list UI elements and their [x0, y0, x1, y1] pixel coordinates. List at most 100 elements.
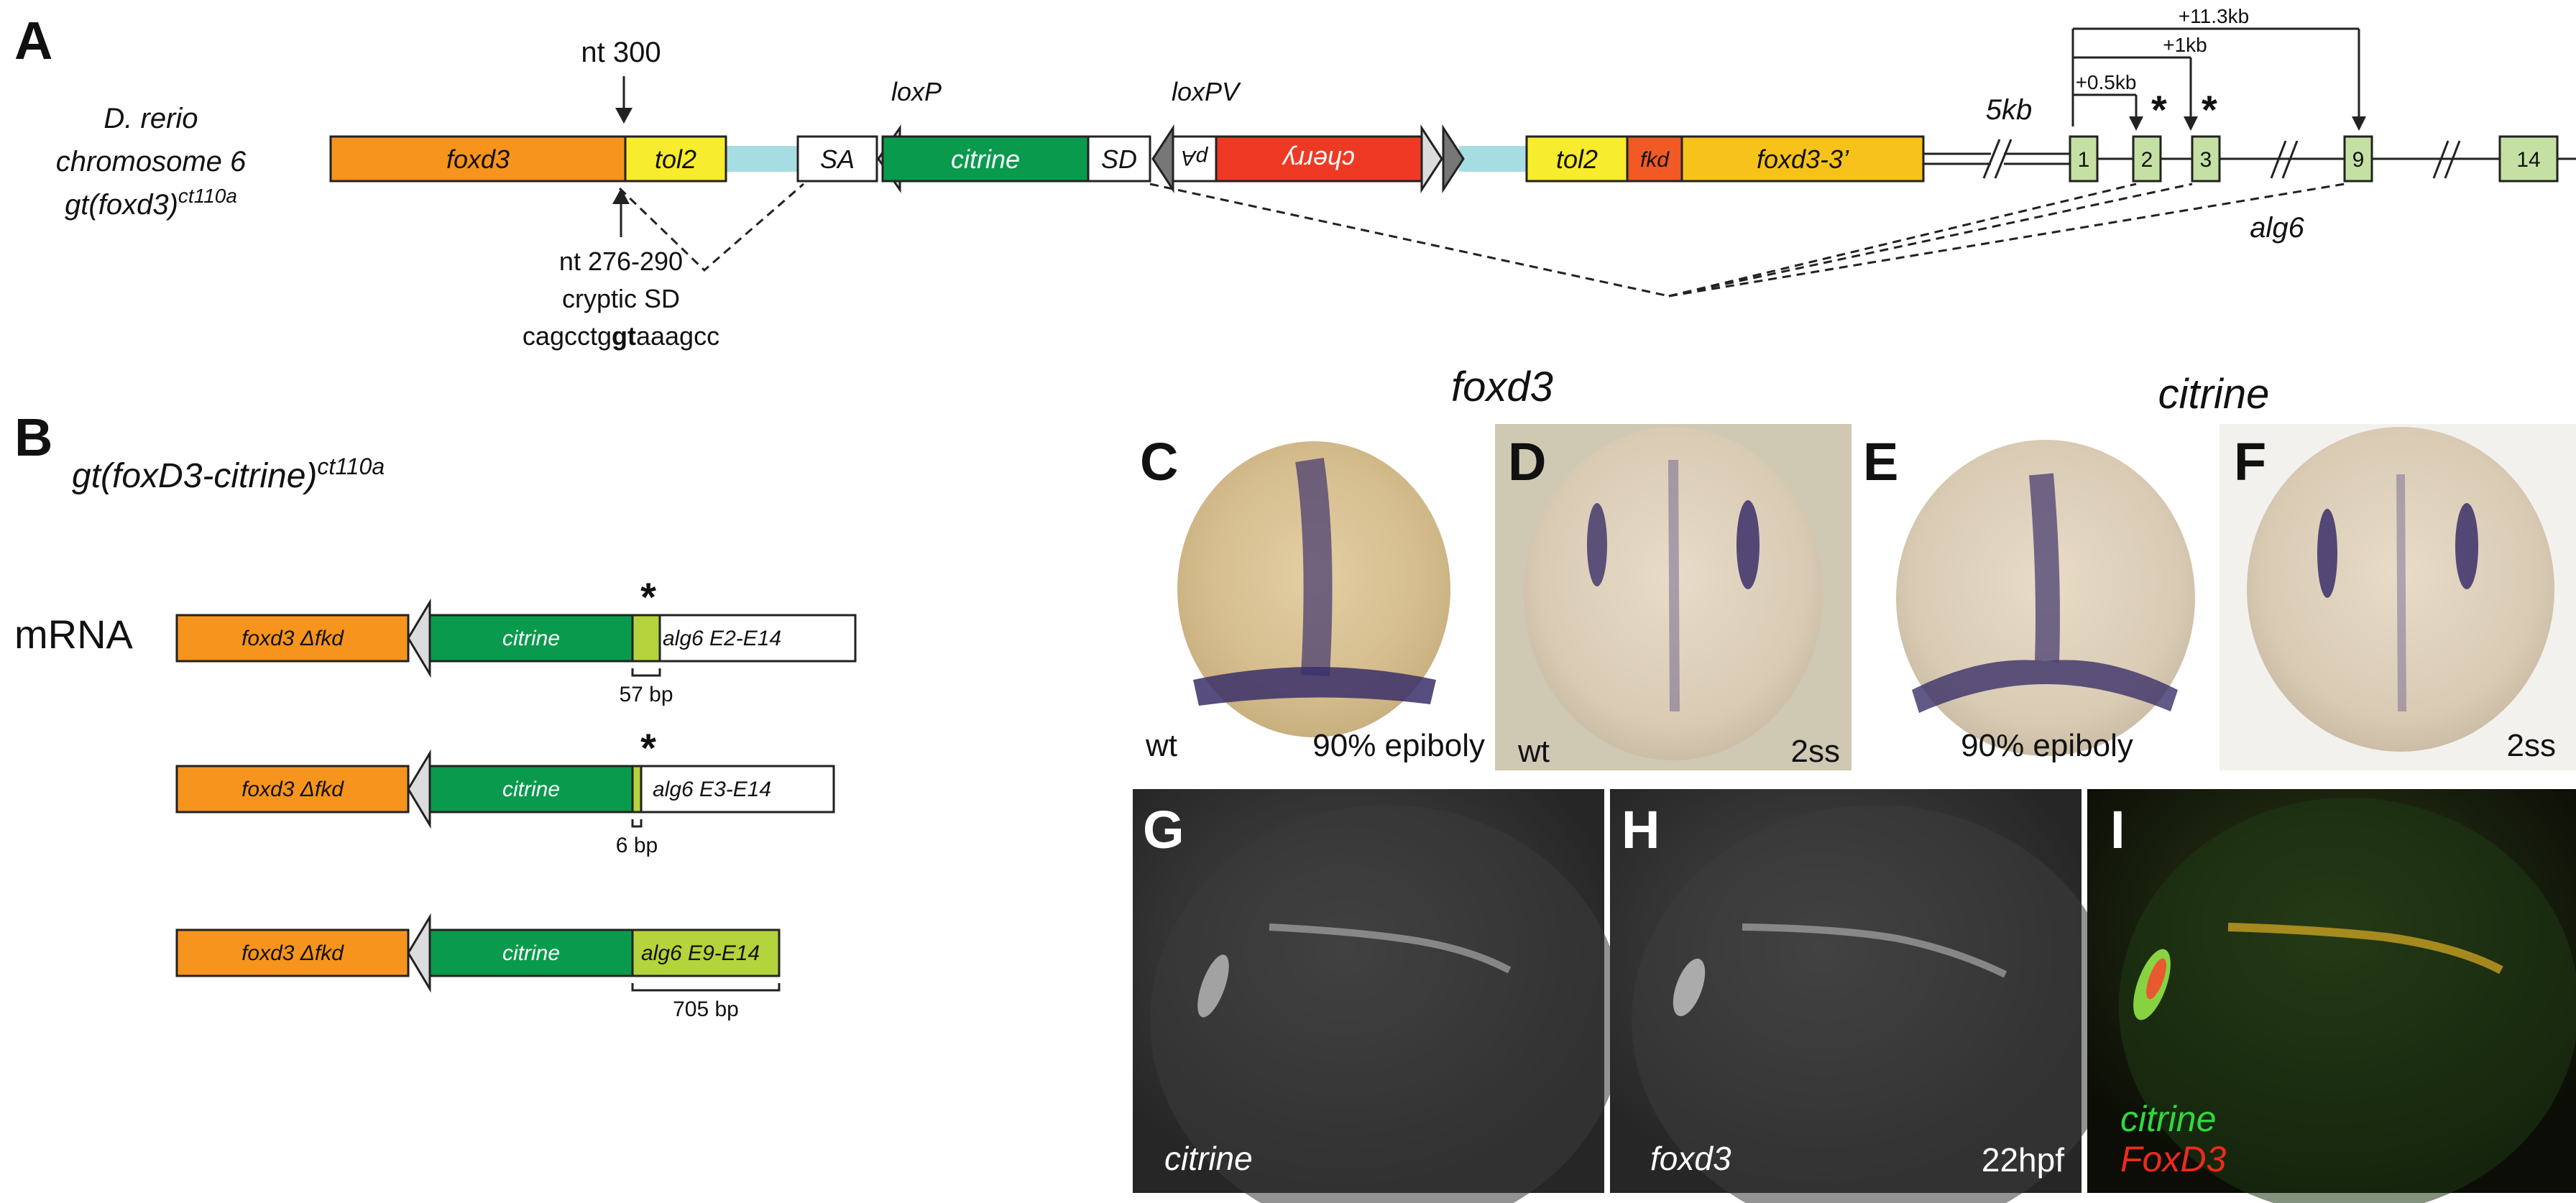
svg-text:1: 1: [2078, 148, 2090, 172]
panel-d: D wt 2ss: [1495, 424, 1852, 770]
panel-letter-c: C: [1140, 432, 1178, 492]
svg-text:alg6 E3-E14: alg6 E3-E14: [653, 778, 771, 801]
cryptic-sequence: cagcctggtaaagcc: [523, 321, 719, 351]
loxpv-triangle-right-icon: [1442, 124, 1465, 194]
bracket-05kb: +0.5kb: [2071, 71, 2143, 131]
panel-b: B gt(foxD3-citrine)ct110a mRNA foxd3 Δfk…: [14, 407, 857, 1021]
exon-14: 14: [2498, 135, 2559, 183]
svg-text:foxd3 Δfkd: foxd3 Δfkd: [242, 941, 344, 965]
svg-text:705 bp: 705 bp: [673, 997, 739, 1021]
svg-text:foxd3 Δfkd: foxd3 Δfkd: [242, 778, 344, 801]
loxp-triangle-right-icon: [1420, 124, 1443, 194]
bracket-113kb: +11.3kb: [2071, 5, 2366, 131]
svg-text:alg6 E9-E14: alg6 E9-E14: [641, 941, 760, 965]
panel-e: E 90% epiboly: [1857, 424, 2214, 770]
svg-text:foxd3 Δfkd: foxd3 Δfkd: [242, 627, 344, 650]
arrow-up-icon: [612, 188, 630, 237]
exon-3: 3: [2191, 135, 2221, 183]
svg-text:9: 9: [2352, 148, 2365, 172]
tol2-right-label: tol2: [1556, 144, 1598, 174]
exon-2: 2: [2132, 135, 2162, 183]
panel-letter-a: A: [14, 11, 52, 70]
panel-c-stage: 90% epiboly: [1312, 728, 1485, 763]
loxpv-label: loxPV: [1172, 77, 1241, 106]
exon-9: 9: [2343, 135, 2373, 183]
panel-f-stage: 2ss: [2507, 728, 2556, 763]
panel-b-line-name: gt(foxD3-citrine)ct110a: [72, 453, 385, 495]
loxpv-triangle-icon: [1151, 124, 1174, 194]
svg-text:+11.3kb: +11.3kb: [2179, 5, 2249, 27]
svg-text:citrine: citrine: [502, 778, 560, 801]
header-foxd3: foxd3: [1451, 364, 1553, 410]
line-name-label: gt(foxd3)ct110a: [65, 185, 237, 221]
sd-label: SD: [1101, 144, 1137, 174]
transcript-2: foxd3 Δfkd citrine alg6 E3-E14 * 6 bp: [175, 725, 835, 857]
header-citrine: citrine: [2158, 371, 2270, 418]
panel-letter-i: I: [2110, 800, 2125, 859]
panel-f: F 2ss: [2220, 424, 2576, 770]
svg-text:57 bp: 57 bp: [619, 683, 673, 706]
svg-text:6 bp: 6 bp: [616, 834, 658, 857]
nt300-label: nt 300: [581, 37, 661, 68]
spacer-right: [1459, 146, 1531, 172]
tol2-right-box: [1525, 135, 1629, 183]
spacer-left: [726, 146, 798, 172]
panel-i: I citrine FoxD3: [2087, 789, 2576, 1203]
cherry-label: cherry: [1282, 145, 1355, 175]
species-label: D. rerio: [104, 103, 198, 134]
tol2-left-label: tol2: [655, 144, 696, 174]
svg-text:alg6 E2-E14: alg6 E2-E14: [663, 627, 781, 650]
pa-box: [1172, 135, 1218, 183]
panel-letter-f: F: [2234, 432, 2266, 492]
panel-d-genotype: wt: [1517, 734, 1550, 769]
arrow-down-icon: [615, 76, 632, 124]
splice-sd-left: [1149, 183, 1670, 298]
panel-h-label: foxd3: [1650, 1140, 1731, 1177]
citrine-box: [881, 135, 1090, 183]
panel-d-stage: 2ss: [1791, 734, 1840, 769]
fkd-label: fkd: [1640, 148, 1670, 172]
panel-a: A D. rerio chromosome 6 gt(foxd3)ct110a …: [14, 5, 2576, 351]
embryo-image: [2247, 427, 2554, 752]
nt-range-label: nt 276-290: [559, 246, 683, 276]
svg-text:+1kb: +1kb: [2163, 34, 2207, 56]
alg6-label: alg6: [2250, 212, 2304, 244]
panel-h-stage: 22hpf: [1982, 1141, 2064, 1179]
splice-cryptic: [618, 183, 804, 272]
panel-i-label-foxd3: FoxD3: [2120, 1139, 2226, 1179]
splice-to-exon9: [1668, 183, 2345, 298]
panel-c: C wt 90% epiboly: [1133, 424, 1489, 770]
transcript-1: foxd3 Δfkd citrine alg6 E2-E14 * 57 bp: [175, 574, 857, 706]
exon-1: 1: [2069, 135, 2099, 183]
splice-to-exon2: [1668, 183, 2137, 298]
chromosome-label: chromosome 6: [56, 146, 247, 178]
panel-letter-e: E: [1863, 432, 1898, 492]
panel-letter-d: D: [1508, 432, 1546, 492]
star-icon: *: [2202, 87, 2217, 132]
foxd3-3-label: foxd3-3’: [1757, 144, 1849, 174]
sa-box: [796, 135, 878, 183]
panel-letter-h: H: [1622, 800, 1660, 859]
citrine-box-label: citrine: [951, 144, 1020, 174]
panel-c-genotype: wt: [1145, 728, 1177, 763]
svg-text:3: 3: [2200, 148, 2212, 172]
sa-label: SA: [820, 144, 855, 174]
panel-g-label: citrine: [1164, 1140, 1253, 1177]
svg-text:citrine: citrine: [502, 627, 560, 650]
star-icon: *: [640, 725, 656, 770]
splice-to-exon3: [1668, 183, 2193, 298]
svg-text:2: 2: [2141, 148, 2153, 172]
panel-e-stage: 90% epiboly: [1961, 728, 2133, 763]
pa-label: pA: [1182, 146, 1209, 170]
panel-i-label-citrine: citrine: [2120, 1099, 2216, 1139]
svg-text:14: 14: [2516, 148, 2540, 172]
transcript-3: foxd3 Δfkd citrine alg6 E9-E14 705 bp: [175, 913, 781, 1021]
panel-h: H foxd3 22hpf: [1610, 789, 2120, 1203]
panel-letter-b: B: [14, 407, 52, 467]
panel-letter-g: G: [1143, 800, 1184, 859]
loxp-label: loxP: [891, 77, 942, 106]
gap-5kb-label: 5kb: [1986, 94, 2033, 126]
star-icon: *: [640, 574, 656, 619]
foxd3-box-label: foxd3: [446, 144, 510, 174]
svg-text:citrine: citrine: [502, 941, 560, 965]
